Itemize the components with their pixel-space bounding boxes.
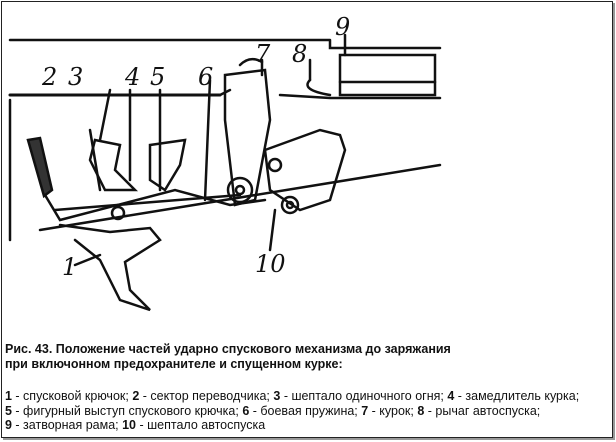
- callout-2: 2: [41, 63, 57, 91]
- callout-7: 7: [255, 40, 271, 68]
- legend-num: 7: [361, 403, 369, 418]
- callout-3: 3: [68, 63, 83, 91]
- legend-text: - шептало одиночного огня;: [280, 389, 448, 403]
- figure-caption: Рис. 43. Положение частей ударно спусков…: [5, 342, 451, 372]
- legend-text: - курок;: [368, 403, 418, 418]
- callout-5: 5: [150, 63, 165, 91]
- legend-line-2: 5 - фигурный выступ спускового крючка; 6…: [5, 404, 579, 419]
- legend-line-1: 1 - спусковой крючок; 2 - сектор перевод…: [5, 389, 579, 404]
- legend-text: - рычаг автоспуска;: [424, 403, 541, 418]
- legend-text: - замедлитель курка;: [454, 389, 580, 403]
- legend-text: - фигурный выступ спускового крючка;: [11, 403, 243, 418]
- callout-10: 10: [255, 250, 286, 278]
- callout-9: 9: [335, 13, 350, 41]
- legend-num: 5: [5, 403, 12, 418]
- callout-8: 8: [292, 40, 307, 68]
- legend-num: 8: [417, 403, 425, 418]
- legend-num: 9: [5, 418, 12, 432]
- legend-line-3: 9 - затворная рама; 10 - шептало автоспу…: [5, 418, 579, 433]
- legend-text: - сектор переводчика;: [139, 389, 274, 403]
- legend-text: - боевая пружина;: [249, 403, 362, 418]
- legend-num: 2: [132, 389, 140, 403]
- callout-6: 6: [198, 63, 213, 91]
- caption-line-2: при включонном предохранителе и спущенно…: [5, 357, 343, 371]
- caption-line-1: Рис. 43. Положение частей ударно спусков…: [5, 342, 451, 356]
- legend-num: 4: [447, 389, 455, 403]
- legend-num: 3: [273, 389, 281, 403]
- legend-text: - затворная рама;: [11, 418, 123, 432]
- legend-text: - спусковой крючок;: [11, 389, 133, 403]
- callout-1: 1: [62, 253, 77, 281]
- trigger-mechanism-drawing: 1 2 3 4 5 6 7 8 9 10: [8, 13, 442, 312]
- legend-num: 6: [242, 403, 250, 418]
- legend-num: 10: [122, 418, 136, 432]
- legend-text: - шептало автоспуска: [136, 418, 266, 432]
- legend-num: 1: [5, 389, 12, 403]
- callout-4: 4: [124, 63, 140, 91]
- figure-legend: 1 - спусковой крючок; 2 - сектор перевод…: [5, 389, 579, 433]
